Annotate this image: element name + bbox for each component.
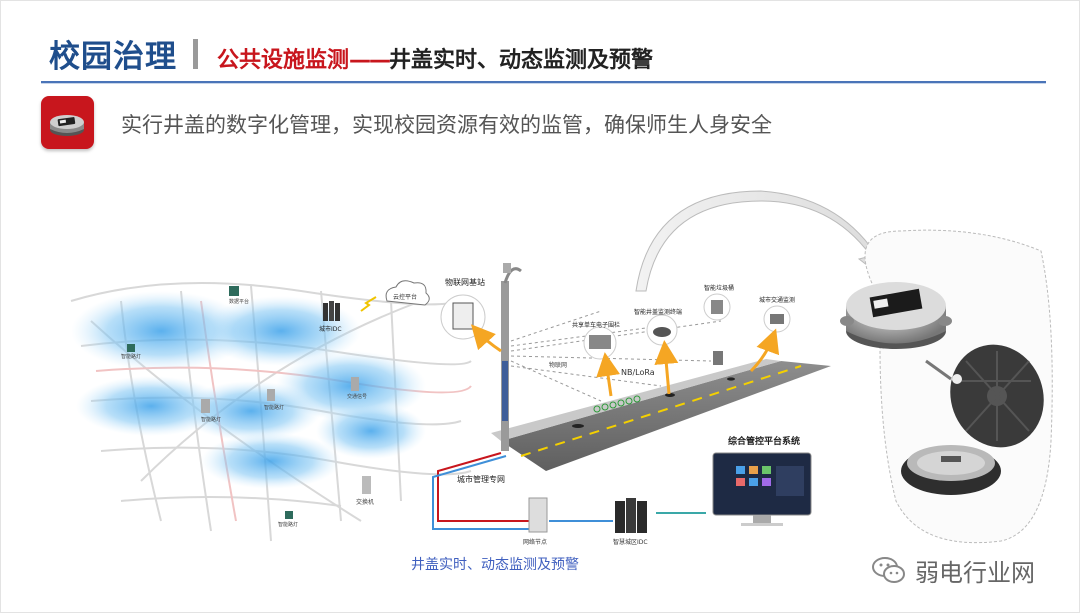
- road: [491, 359, 831, 471]
- iot-net-label: 物联网: [549, 361, 567, 369]
- city-idc-label: 城市IDC: [319, 325, 342, 333]
- shared-bikes: [593, 395, 641, 413]
- map-node-bottom-label: 智能路灯: [278, 521, 298, 528]
- map-node-mid-label: 智能路灯: [201, 416, 221, 423]
- switch-label: 交换机: [356, 498, 374, 506]
- platform-label: 综合管控平台系统: [728, 435, 800, 447]
- manhole-cover-open: [950, 344, 1044, 448]
- header-rule: [41, 81, 1046, 83]
- manhole-sensor-device: [840, 282, 952, 349]
- cloud-label: 云控平台: [393, 293, 417, 301]
- map-node-mid2: [267, 389, 275, 401]
- wireless-bolt-icon: [360, 296, 377, 312]
- smart-idc-label: 智慧城区IDC: [613, 538, 648, 546]
- section-title: 校园治理: [49, 39, 177, 75]
- wechat-logo-icon: [872, 557, 905, 583]
- title-divider: [193, 39, 198, 69]
- city-idc-icon: [323, 301, 340, 321]
- nb-lora-label: NB/LoRa: [621, 368, 655, 377]
- map-node-left: [127, 344, 135, 352]
- map-node-top-label: 数据平台: [229, 298, 249, 305]
- map-node-mid2-label: 智能路灯: [264, 404, 284, 411]
- intro-text: 实行井盖的数字化管理，实现校园资源有效的监管，确保师生人身安全: [121, 113, 772, 137]
- pointer-arrow: [925, 359, 952, 381]
- map-node-bottom: [285, 511, 293, 519]
- smart-idc-icon: [615, 498, 647, 533]
- base-station-label: 物联网基站: [445, 277, 485, 287]
- subtitle-dash: ——: [349, 48, 391, 73]
- watermark-text: 弱电行业网: [915, 558, 1035, 587]
- manhole-base: [901, 445, 1001, 495]
- city-net-label: 城市管理专网: [457, 474, 505, 484]
- net-node-icon: [528, 497, 548, 533]
- manhole-sensor-icon: [41, 96, 94, 149]
- manhole-terminal-label: 智能井盖监测终端: [634, 308, 682, 316]
- iot-pole: [501, 263, 522, 451]
- cloud-icon: [385, 280, 430, 306]
- network-cables: [432, 452, 706, 530]
- map-node-mid: [201, 399, 210, 413]
- monitor-icon: [712, 452, 812, 526]
- map-node-right-label: 交通信号: [347, 393, 367, 400]
- map-node-top: [229, 286, 239, 296]
- trash-label: 智能垃圾桶: [704, 284, 734, 292]
- flow-arrow: [635, 190, 886, 292]
- subtitle-topic: 公共设施监测: [217, 48, 350, 73]
- header-rule-shadow: [41, 83, 1046, 84]
- traffic-label: 城市交通监测: [759, 296, 795, 304]
- subtitle-detail: 井盖实时、动态监测及预警: [389, 48, 654, 73]
- net-node-label: 网络节点: [523, 538, 547, 546]
- switch-icon: [362, 476, 371, 494]
- diagram-caption: 井盖实时、动态监测及预警: [411, 557, 579, 573]
- map-node-right: [351, 377, 359, 391]
- page-subtitle: 公共设施监测——井盖实时、动态监测及预警: [217, 42, 653, 74]
- bike-fence-label: 共享单车电子围栏: [572, 321, 620, 329]
- watermark: 弱电行业网: [871, 552, 1035, 588]
- signal-lines: [510, 310, 722, 402]
- map-node-left-label: 智能路灯: [121, 353, 141, 360]
